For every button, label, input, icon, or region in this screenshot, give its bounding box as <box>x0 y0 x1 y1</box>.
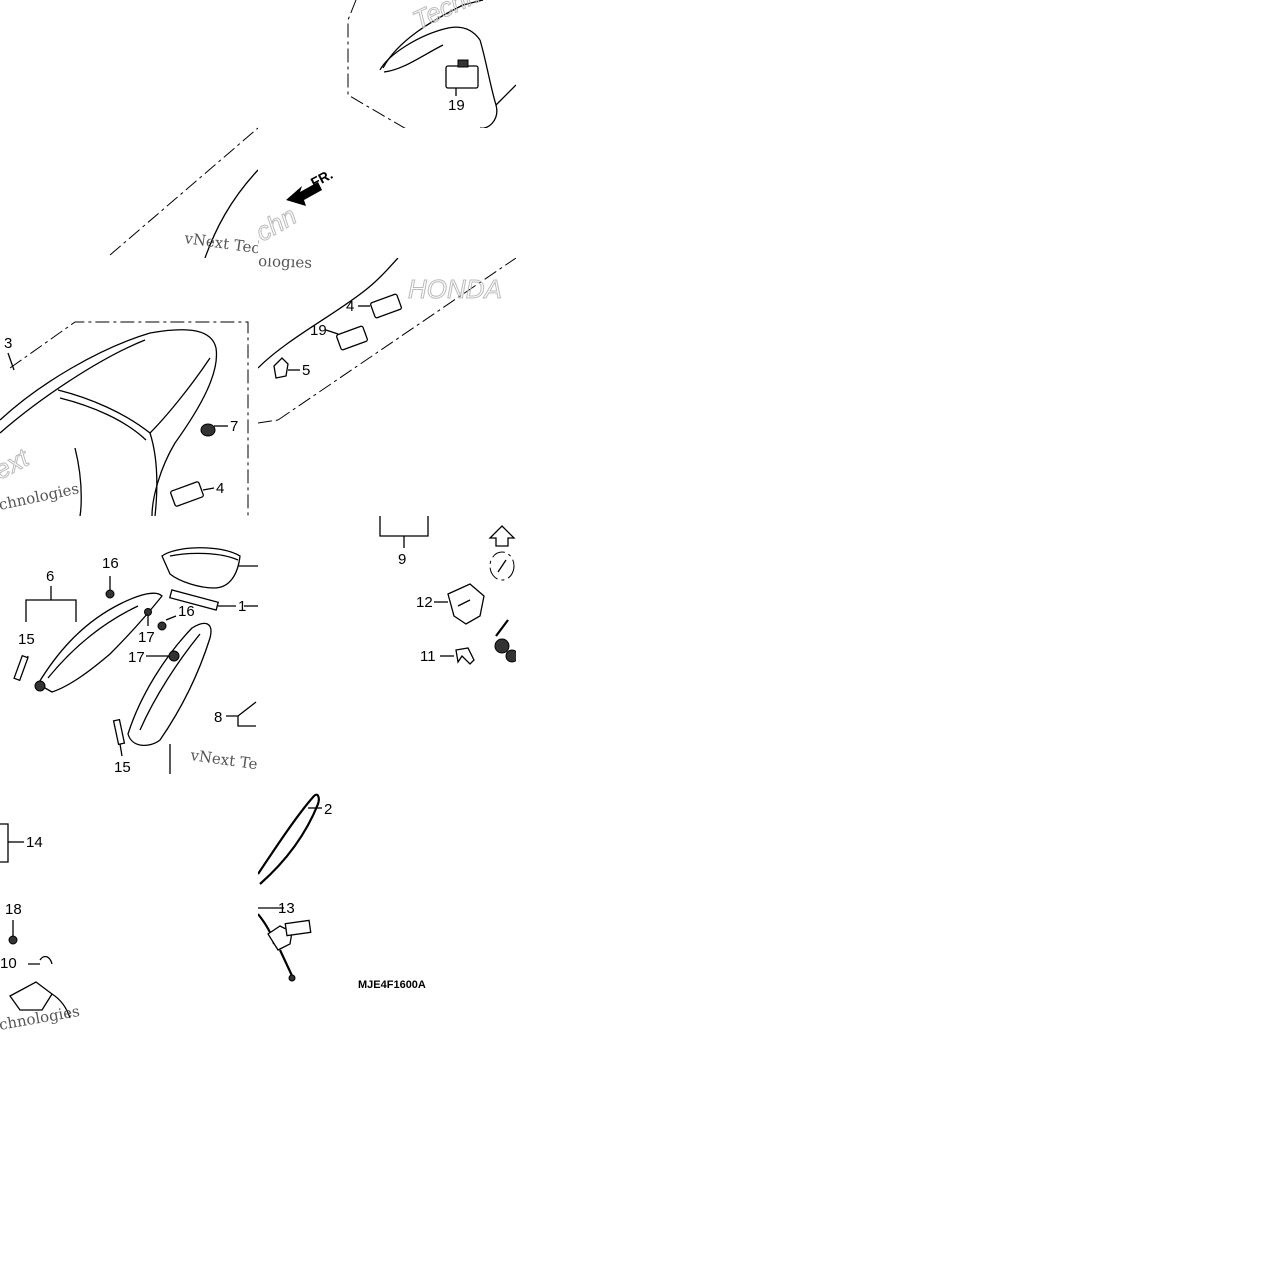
watermark-brand: HONDA <box>408 274 502 304</box>
callout-17-lower: 17 <box>128 649 145 666</box>
callout-10: 10 <box>0 955 17 972</box>
tile-seat-front: vNext Tec <box>0 0 258 258</box>
callout-18: 18 <box>5 901 22 918</box>
callout-19-top: 19 <box>448 97 465 114</box>
watermark-fragment-d: ext <box>0 442 35 486</box>
callout-9: 9 <box>398 551 406 568</box>
drawing-code: MJE4F1600A <box>358 979 426 991</box>
tile-cable: 2 13 MJE4F1600A <box>258 774 516 1032</box>
tile-seat-lock: 9 12 11 <box>258 516 516 774</box>
tile-grab-rail: 6 15 16 16 17 17 <box>0 516 258 774</box>
callout-7: 7 <box>230 418 238 435</box>
callout-6: 6 <box>46 568 54 585</box>
callout-17-upper: 17 <box>138 629 155 646</box>
callout-16-right: 16 <box>178 603 195 620</box>
callout-19-middle: 19 <box>310 322 327 339</box>
watermark-fragment-c: ologies <box>258 258 312 272</box>
callout-3: 3 <box>4 335 12 352</box>
watermark-techno-mid: Techn <box>258 200 302 258</box>
watermark-fragment-a: vNext Tec <box>182 229 258 258</box>
callout-1: 1 <box>238 598 246 615</box>
callout-5: 5 <box>302 362 310 379</box>
callout-11: 11 <box>420 648 436 665</box>
callout-14: 14 <box>26 834 43 851</box>
callout-15-lower: 15 <box>114 759 131 774</box>
watermark-techno-top: Techno <box>408 0 497 35</box>
tile-main-seat: 3 7 4 chnologies ext <box>0 258 258 516</box>
watermark-small: vNext Technologies <box>188 746 258 774</box>
tile-latch: 14 18 10 chnologies <box>0 774 258 1032</box>
callout-4-upper: 4 <box>346 298 354 315</box>
callout-4-lower: 4 <box>216 480 224 497</box>
watermark-fragment-b: chnologies <box>0 479 81 514</box>
front-arrow-icon <box>286 182 322 206</box>
tile-seat-hardware: 4 19 5 ologies HONDA <box>258 258 516 516</box>
up-arrow-icon <box>488 525 516 547</box>
callout-12: 12 <box>416 594 433 611</box>
callout-16-left: 16 <box>102 555 119 572</box>
callout-15-upper: 15 <box>18 631 35 648</box>
callout-13: 13 <box>278 900 295 917</box>
tile-direction-arrow: FR. Techn <box>258 128 516 258</box>
callout-8: 8 <box>214 709 222 726</box>
callout-2: 2 <box>324 801 332 818</box>
